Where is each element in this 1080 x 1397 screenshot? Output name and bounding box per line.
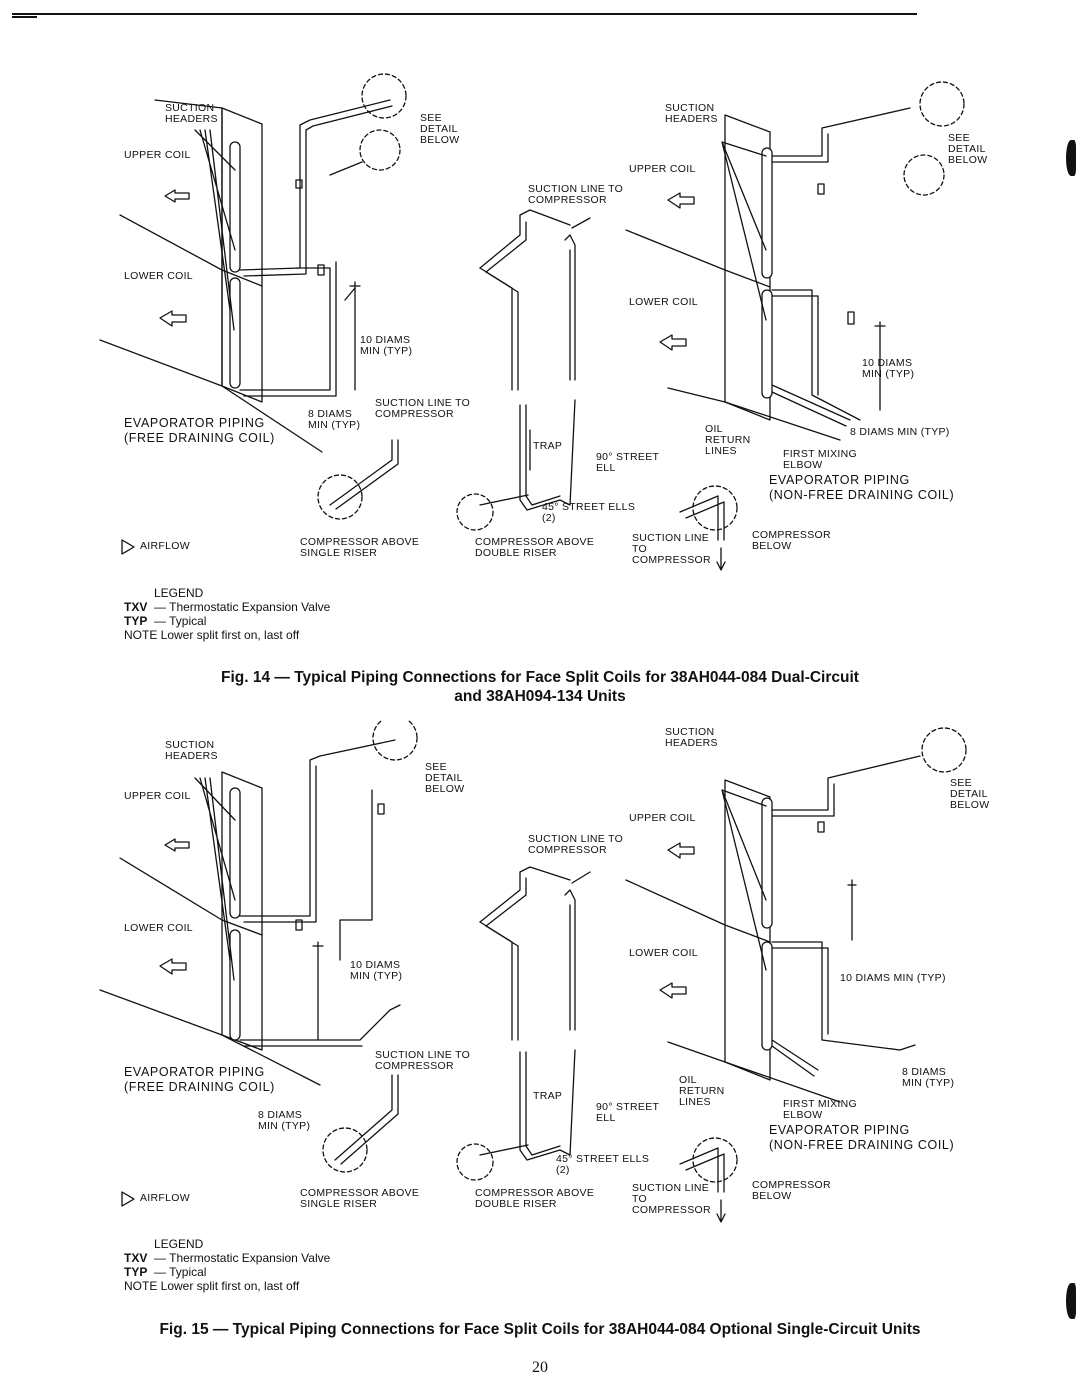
label-upper-coil-right: UPPER COIL	[629, 163, 696, 175]
label-airflow: AIRFLOW	[140, 1192, 190, 1204]
label-10-diams-right: 10 DIAMS MIN (TYP)	[862, 357, 915, 380]
legend-fig14: LEGEND TXV — Thermostatic Expansion Valve…	[124, 586, 330, 642]
header-rule	[12, 13, 917, 15]
legend-typ: TYP — Typical	[124, 1265, 330, 1279]
legend-typ: TYP — Typical	[124, 614, 330, 628]
label-evap-piping-right: EVAPORATOR PIPING	[769, 1123, 910, 1137]
label-see-detail-left: SEE DETAIL BELOW	[425, 761, 465, 795]
label-trap: TRAP	[533, 440, 563, 452]
label-free-draining-left: (FREE DRAINING COIL)	[124, 431, 275, 445]
label-compressor-above-double: COMPRESSOR ABOVE DOUBLE RISER	[475, 536, 595, 559]
label-street-ell-90: 90° STREET ELL	[596, 451, 660, 474]
page-number: 20	[532, 1359, 548, 1376]
label-8-diams-right: 8 DIAMS MIN (TYP)	[850, 426, 950, 438]
legend-note: NOTE Lower split first on, last off	[124, 1279, 300, 1293]
figure-15-drawing	[99, 720, 967, 1223]
legend-txv-def: — Thermostatic Expansion Valve	[154, 1251, 331, 1265]
label-street-ell-90: 90° STREET ELL	[596, 1101, 660, 1124]
label-non-free-draining: (NON-FREE DRAINING COIL)	[769, 1138, 955, 1152]
figure-14: SUCTION HEADERS UPPER COIL LOWER COIL SE…	[99, 73, 988, 705]
label-compressor-below: COMPRESSOR BELOW	[752, 529, 831, 552]
label-suction-line-compressor-2: SUCTION LINE TO COMPRESSOR	[632, 1182, 711, 1216]
label-10-diams-right: 10 DIAMS MIN (TYP)	[840, 972, 946, 984]
legend-typ-def: — Typical	[154, 1265, 207, 1279]
margin-mark-top	[1066, 140, 1076, 176]
label-oil-return-lines: OIL RETURN LINES	[679, 1074, 725, 1108]
label-lower-coil-right: LOWER COIL	[629, 947, 698, 959]
figure-14-caption-line2: and 38AH094-134 Units	[454, 688, 626, 705]
label-compressor-above-double: COMPRESSOR ABOVE DOUBLE RISER	[475, 1187, 595, 1210]
label-suction-line-middle: SUCTION LINE TO COMPRESSOR	[528, 833, 624, 856]
label-suction-headers-right: SUCTION HEADERS	[665, 726, 718, 749]
legend-heading: LEGEND	[154, 1237, 204, 1251]
figure-15-caption: Fig. 15 — Typical Piping Connections for…	[159, 1321, 921, 1338]
label-suction-headers-left: SUCTION HEADERS	[165, 739, 218, 762]
label-see-detail-right: SEE DETAIL BELOW	[950, 777, 990, 811]
label-lower-coil-right: LOWER COIL	[629, 296, 698, 308]
legend-note: NOTE Lower split first on, last off	[124, 628, 300, 642]
label-suction-line-middle: SUCTION LINE TO COMPRESSOR	[528, 183, 624, 206]
label-free-draining-left: (FREE DRAINING COIL)	[124, 1080, 275, 1094]
legend-fig15: LEGEND TXV — Thermostatic Expansion Valve…	[124, 1237, 330, 1293]
label-non-free-draining: (NON-FREE DRAINING COIL)	[769, 488, 955, 502]
label-suction-headers-right: SUCTION HEADERS	[665, 102, 718, 125]
label-see-detail-right: SEE DETAIL BELOW	[948, 132, 988, 166]
label-compressor-above-single: COMPRESSOR ABOVE SINGLE RISER	[300, 536, 420, 559]
label-suction-line-left: SUCTION LINE TO COMPRESSOR	[375, 397, 471, 420]
label-evap-piping-left: EVAPORATOR PIPING	[124, 1065, 265, 1079]
legend-txv: TXV — Thermostatic Expansion Valve	[124, 600, 330, 614]
legend-typ-def: — Typical	[154, 614, 207, 628]
figure-15: SUCTION HEADERS UPPER COIL LOWER COIL SE…	[0, 720, 1080, 1360]
label-upper-coil-right: UPPER COIL	[629, 812, 696, 824]
label-lower-coil-left: LOWER COIL	[124, 922, 193, 934]
label-oil-return-lines: OIL RETURN LINES	[705, 423, 751, 457]
label-10-diams-left: 10 DIAMS MIN (TYP)	[350, 959, 403, 982]
legend-txv: TXV — Thermostatic Expansion Valve	[124, 1251, 330, 1265]
label-upper-coil-left: UPPER COIL	[124, 790, 191, 802]
figure-14-caption: Fig. 14 — Typical Piping Connections for…	[0, 668, 1080, 706]
legend-typ-abbr: TYP	[124, 1265, 148, 1279]
label-8-diams-left: 8 DIAMS MIN (TYP)	[308, 408, 361, 431]
label-evap-piping-left: EVAPORATOR PIPING	[124, 416, 265, 430]
label-8-diams-left: 8 DIAMS MIN (TYP)	[258, 1109, 311, 1132]
legend-typ-abbr: TYP	[124, 614, 148, 628]
margin-mark-bottom	[1066, 1283, 1076, 1319]
label-street-ells-45: 45° STREET ELLS (2)	[542, 501, 636, 524]
legend-txv-def: — Thermostatic Expansion Valve	[154, 600, 331, 614]
label-first-mixing-elbow: FIRST MIXING ELBOW	[783, 1098, 857, 1121]
legend-txv-abbr: TXV	[124, 1251, 148, 1265]
label-10-diams-left: 10 DIAMS MIN (TYP)	[360, 334, 413, 357]
figure-14-drawing	[99, 73, 965, 571]
label-see-detail-left: SEE DETAIL BELOW	[420, 112, 460, 146]
label-compressor-below: COMPRESSOR BELOW	[752, 1179, 831, 1202]
label-8-diams-right: 8 DIAMS MIN (TYP)	[902, 1066, 955, 1089]
label-suction-headers-left: SUCTION HEADERS	[165, 102, 218, 125]
label-trap: TRAP	[533, 1090, 563, 1102]
label-street-ells-45: 45° STREET ELLS (2)	[556, 1153, 650, 1176]
label-suction-line-left: SUCTION LINE TO COMPRESSOR	[375, 1049, 471, 1072]
label-suction-line-compressor-2: SUCTION LINE TO COMPRESSOR	[632, 532, 711, 566]
label-upper-coil-left: UPPER COIL	[124, 149, 191, 161]
header-rule-accent	[12, 16, 37, 18]
legend-heading: LEGEND	[154, 586, 204, 600]
label-first-mixing-elbow: FIRST MIXING ELBOW	[783, 448, 857, 471]
label-compressor-above-single: COMPRESSOR ABOVE SINGLE RISER	[300, 1187, 420, 1210]
figure-14-caption-line1: Fig. 14 — Typical Piping Connections for…	[221, 669, 859, 686]
legend-txv-abbr: TXV	[124, 600, 148, 614]
label-lower-coil-left: LOWER COIL	[124, 270, 193, 282]
label-airflow: AIRFLOW	[140, 540, 190, 552]
label-evap-piping-right: EVAPORATOR PIPING	[769, 473, 910, 487]
